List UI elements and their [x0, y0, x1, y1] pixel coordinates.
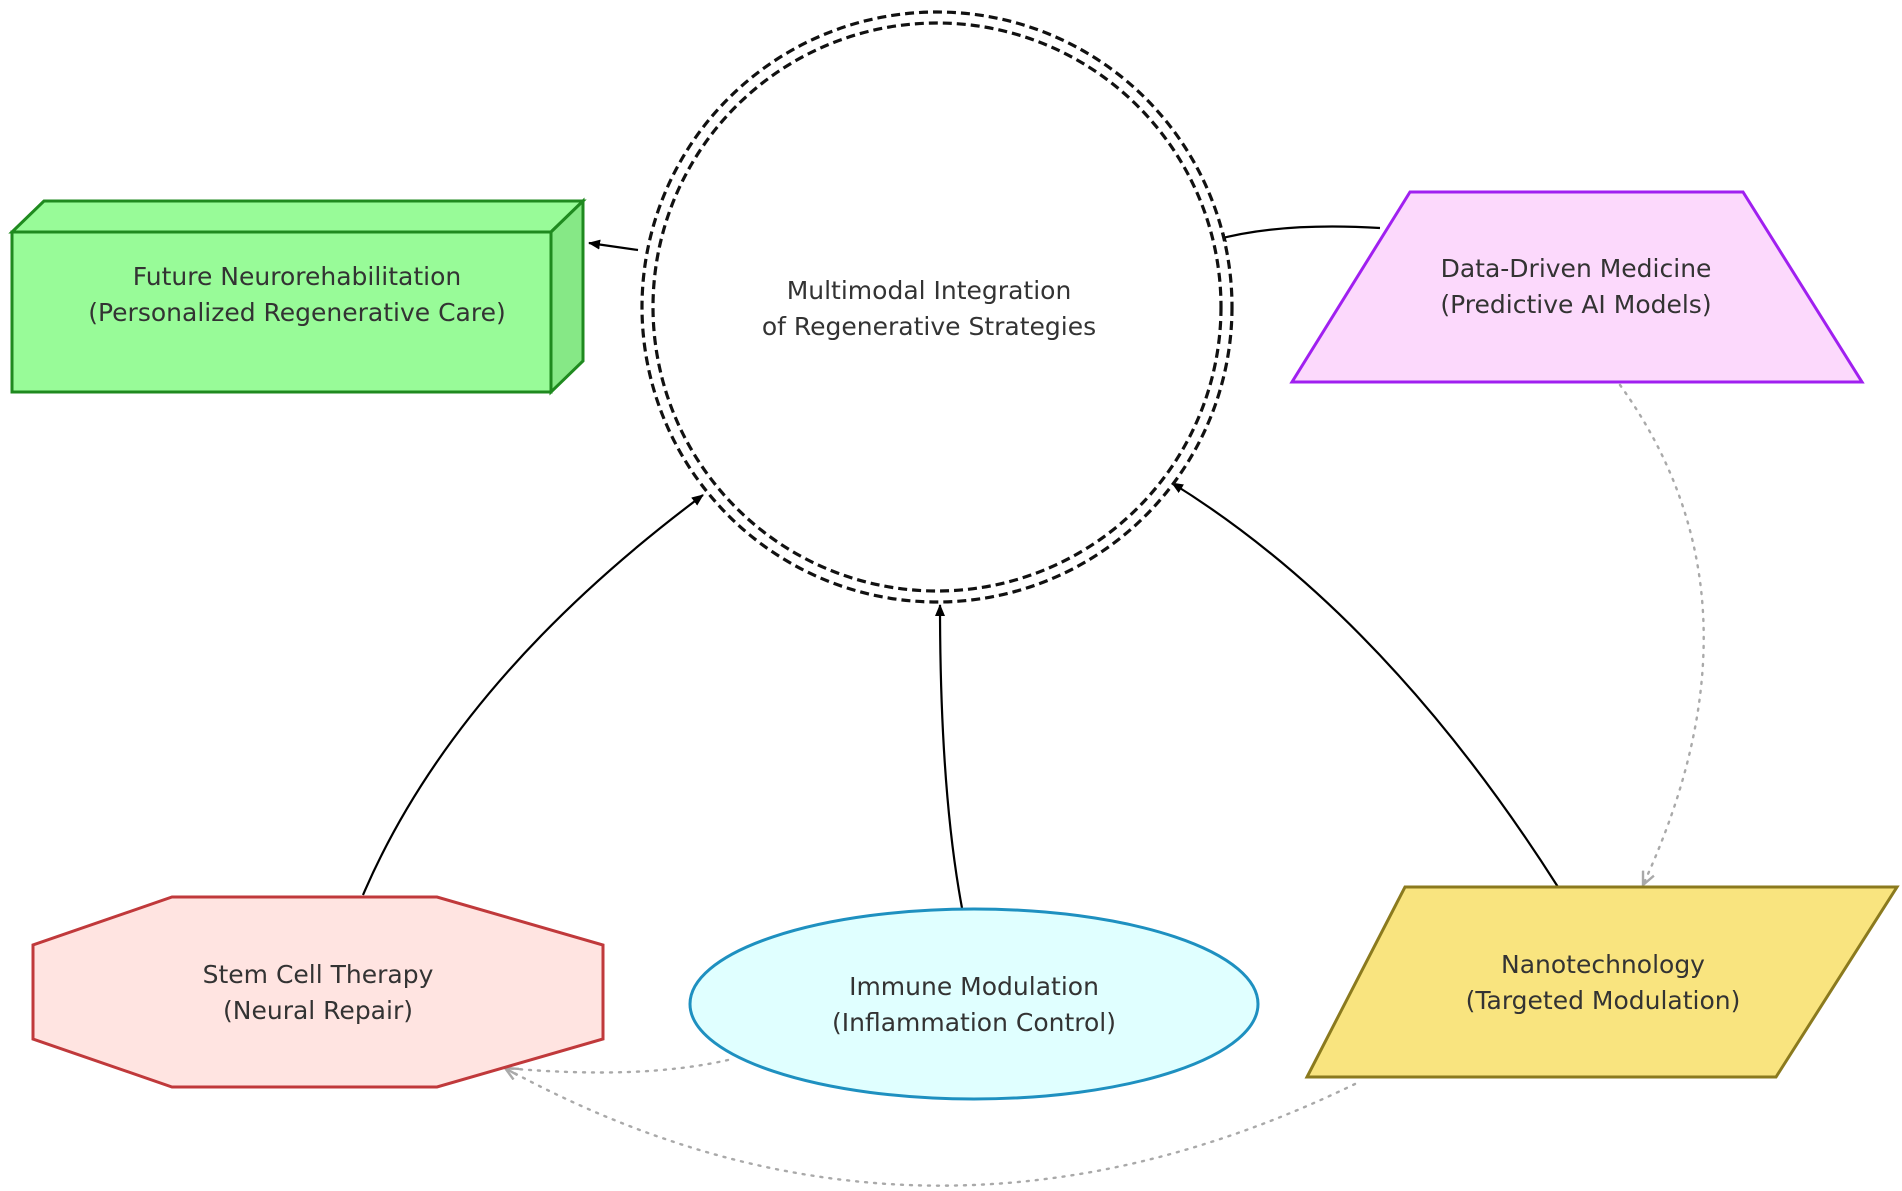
node-nanotechnology: Nanotechnology (Targeted Modulation)	[1304, 885, 1900, 1079]
data-title: Data-Driven Medicine	[1441, 254, 1712, 283]
node-stem-cell-therapy: Stem Cell Therapy (Neural Repair)	[31, 895, 605, 1089]
edge-center-to-future	[588, 239, 639, 252]
node-future: Future Neurorehabilitation (Personalized…	[8, 197, 587, 396]
edge-data-to-center	[1214, 225, 1381, 242]
edge-immune-to-center	[935, 604, 964, 909]
edge-immune-to-stem	[505, 1058, 730, 1073]
future-subtitle: (Personalized Regenerative Care)	[88, 298, 506, 327]
stem-subtitle: (Neural Repair)	[223, 996, 413, 1025]
immune-title: Immune Modulation	[849, 972, 1099, 1001]
edge-data-to-nano	[1618, 383, 1705, 885]
edges	[361, 225, 1705, 1187]
center-title: Multimodal Integration	[787, 276, 1072, 305]
future-title: Future Neurorehabilitation	[133, 262, 462, 291]
node-immune-modulation: Immune Modulation (Inflammation Control)	[688, 907, 1260, 1101]
nano-subtitle: (Targeted Modulation)	[1466, 986, 1741, 1015]
edge-nano-to-stem	[505, 1068, 1357, 1187]
node-center: Multimodal Integration of Regenerative S…	[640, 10, 1234, 604]
node-data-driven-medicine: Data-Driven Medicine (Predictive AI Mode…	[1289, 190, 1865, 384]
center-subtitle: of Regenerative Strategies	[762, 312, 1096, 341]
edge-nano-to-center	[1171, 482, 1559, 888]
data-subtitle: (Predictive AI Models)	[1440, 290, 1711, 319]
immune-subtitle: (Inflammation Control)	[832, 1008, 1116, 1037]
edge-stem-to-center	[361, 494, 704, 896]
nano-title: Nanotechnology	[1501, 950, 1705, 979]
stem-title: Stem Cell Therapy	[203, 960, 434, 989]
